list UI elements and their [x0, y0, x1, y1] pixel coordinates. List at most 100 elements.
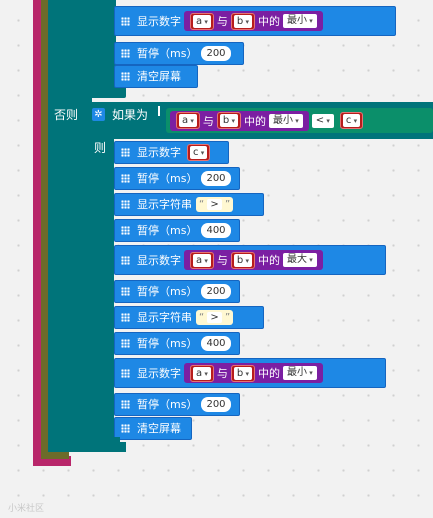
- variable-c[interactable]: c: [187, 144, 211, 161]
- variable-b-dropdown[interactable]: b: [233, 14, 252, 28]
- with-label: 与: [202, 114, 214, 128]
- if-else-block[interactable]: [48, 0, 92, 452]
- show-number-block-top[interactable]: 显示数字 a 与 b 中的 最小: [114, 6, 396, 36]
- min-max-expression[interactable]: a 与 b 中的 最小: [184, 11, 323, 31]
- block-label: 显示字符串: [137, 311, 192, 324]
- else-label: 否则: [54, 108, 79, 122]
- if-input-notch: [158, 106, 160, 116]
- block-label: 显示数字: [137, 14, 181, 28]
- open-quote: “: [199, 312, 205, 323]
- nested-if-arm: [86, 102, 114, 444]
- block-label: 显示数字: [137, 253, 181, 267]
- block-label: 暂停（ms）: [137, 337, 198, 350]
- variable-b[interactable]: b: [230, 251, 255, 269]
- grid-icon: [121, 49, 130, 58]
- grid-icon: [121, 226, 130, 235]
- block-label: 暂停（ms）: [137, 224, 198, 237]
- ms-input[interactable]: 400: [201, 336, 231, 351]
- upper-branch-foot: [86, 88, 126, 98]
- ms-input[interactable]: 400: [201, 223, 231, 238]
- variable-a[interactable]: a: [190, 251, 214, 269]
- with-label: 与: [216, 366, 228, 380]
- close-quote: ”: [224, 199, 231, 210]
- ms-input[interactable]: 200: [201, 397, 231, 412]
- of-label: 中的: [258, 253, 280, 267]
- grid-icon: [121, 255, 130, 265]
- if-else-bottom: [48, 442, 126, 452]
- of-label: 中的: [244, 114, 266, 128]
- pause-block[interactable]: 暂停（ms） 200: [114, 167, 240, 190]
- min-max-dropdown[interactable]: 最小: [269, 113, 303, 128]
- variable-c[interactable]: c: [339, 112, 364, 129]
- comparison-operator-dropdown[interactable]: <: [311, 113, 334, 128]
- variable-b[interactable]: b: [216, 112, 241, 129]
- clear-screen-block[interactable]: 清空屏幕: [114, 417, 192, 440]
- block-label: 清空屏幕: [137, 70, 181, 83]
- grid-icon: [121, 148, 130, 157]
- min-max-dropdown[interactable]: 最小: [283, 366, 317, 380]
- block-label: 暂停（ms）: [137, 285, 198, 298]
- string-input[interactable]: “ > ”: [196, 197, 234, 212]
- min-max-expression[interactable]: a 与 b 中的 最大: [184, 250, 323, 270]
- then-label: 则: [94, 141, 107, 155]
- min-max-expression[interactable]: a 与 b 中的 最小: [170, 110, 309, 131]
- variable-a[interactable]: a: [176, 112, 200, 129]
- show-string-block[interactable]: 显示字符串 “ > ”: [114, 193, 264, 216]
- grid-icon: [121, 424, 130, 433]
- ms-input[interactable]: 200: [201, 171, 231, 186]
- comparison-expression[interactable]: a 与 b 中的 最小 < c: [166, 108, 433, 133]
- if-label: 如果为: [112, 108, 149, 122]
- show-number-block[interactable]: 显示数字 a 与 b 中的 最小: [114, 358, 386, 388]
- pause-block[interactable]: 暂停（ms） 200: [114, 280, 240, 303]
- variable-a-dropdown[interactable]: a: [193, 366, 211, 380]
- grid-icon: [121, 313, 130, 322]
- variable-b[interactable]: b: [230, 364, 255, 382]
- show-string-block[interactable]: 显示字符串 “ > ”: [114, 306, 264, 329]
- block-label: 显示字符串: [137, 198, 192, 211]
- close-quote: ”: [224, 312, 231, 323]
- min-max-dropdown[interactable]: 最小: [283, 14, 317, 28]
- pause-block[interactable]: 暂停（ms） 400: [114, 332, 240, 355]
- variable-a-dropdown[interactable]: a: [193, 14, 211, 28]
- string-input[interactable]: “ > ”: [196, 310, 234, 325]
- grid-icon: [121, 72, 130, 81]
- outer-loop-bracket: [33, 0, 41, 466]
- with-label: 与: [216, 14, 228, 28]
- block-label: 显示数字: [137, 146, 181, 159]
- variable-b[interactable]: b: [230, 12, 255, 30]
- min-max-expression[interactable]: a 与 b 中的 最小: [184, 363, 323, 383]
- of-label: 中的: [258, 14, 280, 28]
- pause-block-top[interactable]: 暂停（ms） 200: [114, 42, 244, 65]
- clear-screen-block-top[interactable]: 清空屏幕: [114, 65, 198, 88]
- grid-icon: [121, 16, 130, 26]
- gear-icon[interactable]: ✲: [92, 108, 105, 121]
- block-label: 显示数字: [137, 366, 181, 380]
- ms-input[interactable]: 200: [201, 284, 231, 299]
- variable-a-dropdown[interactable]: a: [193, 253, 211, 267]
- inner-loop-bottom: [41, 451, 69, 459]
- ms-input[interactable]: 200: [201, 46, 231, 61]
- show-number-block[interactable]: 显示数字 c: [114, 141, 229, 164]
- pause-block[interactable]: 暂停（ms） 400: [114, 219, 240, 242]
- variable-a[interactable]: a: [190, 364, 214, 382]
- string-text[interactable]: >: [207, 312, 222, 323]
- pause-block[interactable]: 暂停（ms） 200: [114, 393, 240, 416]
- variable-c-dropdown[interactable]: c: [342, 114, 361, 127]
- string-text[interactable]: >: [207, 199, 222, 210]
- min-max-dropdown[interactable]: 最大: [283, 253, 317, 267]
- variable-c-dropdown[interactable]: c: [190, 146, 208, 159]
- variable-a-dropdown[interactable]: a: [179, 114, 197, 127]
- variable-b-dropdown[interactable]: b: [233, 253, 252, 267]
- watermark: 小米社区: [8, 504, 45, 514]
- grid-icon: [121, 339, 130, 348]
- inner-loop-bracket: [41, 0, 48, 459]
- variable-a[interactable]: a: [190, 12, 214, 30]
- grid-icon: [121, 174, 130, 183]
- show-number-block[interactable]: 显示数字 a 与 b 中的 最大: [114, 245, 386, 275]
- of-label: 中的: [258, 366, 280, 380]
- outer-loop-bottom: [33, 456, 71, 466]
- variable-b-dropdown[interactable]: b: [233, 366, 252, 380]
- variable-b-dropdown[interactable]: b: [219, 114, 238, 127]
- block-label: 暂停（ms）: [137, 172, 198, 185]
- block-label: 清空屏幕: [137, 422, 181, 435]
